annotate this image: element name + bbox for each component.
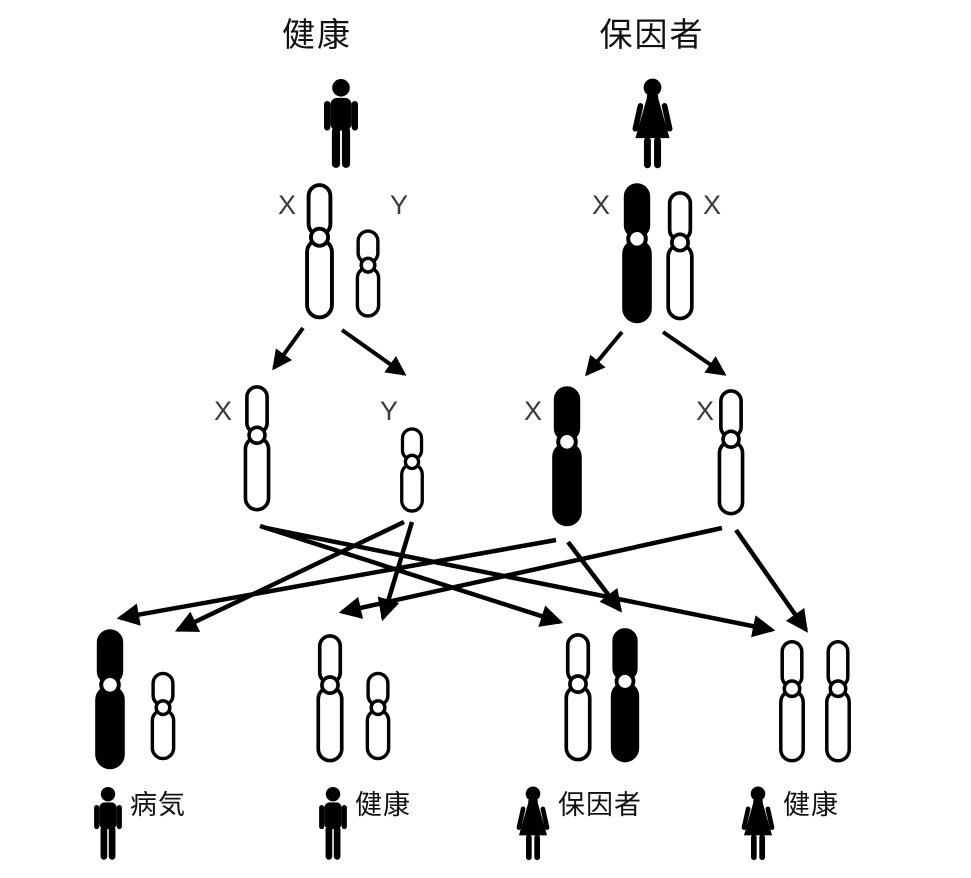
father-y-chromosome — [355, 229, 381, 318]
offspring2-status-label: 健康 — [355, 790, 411, 820]
offspring3-affected-x-chromosome — [613, 630, 638, 760]
offspring1-affected-x-chromosome — [97, 631, 123, 767]
gamete-mother-affected-x-label: X — [523, 396, 542, 426]
mother-normal-x-label: X — [702, 190, 721, 220]
arrow-mother-to-affected-x-gamete — [585, 330, 624, 377]
offspring1-person-icon — [97, 787, 120, 856]
father-y-label: Y — [389, 190, 408, 220]
arrow-mother-affected-x-to-carrier-daughter — [566, 540, 623, 613]
arrow-mother-normal-x-to-healthy-son — [338, 525, 723, 619]
mother-person-icon — [635, 79, 669, 165]
parent-generation — [305, 79, 694, 324]
offspring3-status-label: 保因者 — [558, 790, 642, 820]
father-x-label: X — [277, 190, 296, 220]
offspring4-normal-x-chromosome-1 — [779, 640, 805, 763]
offspring2-y-chromosome — [365, 671, 391, 761]
offspring3-person-icon — [519, 787, 547, 858]
gamete-mother-affected-x-chromosome — [554, 388, 580, 524]
mother-affected-x-chromosome — [622, 183, 652, 324]
arrow-father-to-y-gamete — [340, 328, 407, 376]
mother-affected-x-label: X — [591, 190, 610, 220]
father-person-icon — [327, 79, 355, 164]
offspring1-status-label: 病気 — [130, 790, 186, 820]
offspring4-person-icon — [744, 787, 772, 858]
offspring2-normal-x-chromosome — [316, 634, 344, 763]
arrow-father-x-to-carrier-daughter — [259, 523, 564, 627]
gamete-row — [243, 384, 745, 524]
gamete-father-y-chromosome — [400, 427, 424, 513]
offspring4-normal-x-chromosome-2 — [825, 640, 851, 763]
mother-normal-x-chromosome — [666, 191, 694, 321]
arrow-mother-normal-x-to-healthy-daughter — [734, 528, 808, 633]
arrow-father-y-to-affected-son — [174, 519, 405, 633]
father-x-chromosome — [305, 183, 334, 320]
gamete-mother-normal-x-label: X — [695, 396, 714, 426]
arrow-mother-affected-x-to-affected-son — [116, 537, 557, 626]
offspring2-person-icon — [322, 787, 345, 856]
offspring4-status-label: 健康 — [783, 790, 839, 820]
father-status-label: 健康 — [282, 16, 352, 53]
gamete-father-x-chromosome — [243, 384, 271, 512]
gamete-father-x-label: X — [213, 396, 232, 426]
offspring3-normal-x-chromosome — [564, 632, 592, 762]
gamete-father-y-label: Y — [379, 396, 398, 426]
arrow-father-to-x-gamete — [272, 326, 305, 371]
fertilization-arrows — [116, 519, 808, 638]
gamete-mother-normal-x-chromosome — [717, 388, 745, 516]
arrow-mother-to-normal-x-gamete — [661, 330, 727, 376]
offspring1-y-chromosome — [150, 671, 176, 761]
offspring-generation — [97, 630, 851, 858]
arrow-father-x-to-healthy-daughter — [265, 525, 776, 638]
mother-status-label: 保因者 — [599, 16, 705, 53]
meiosis-arrows — [272, 326, 727, 377]
